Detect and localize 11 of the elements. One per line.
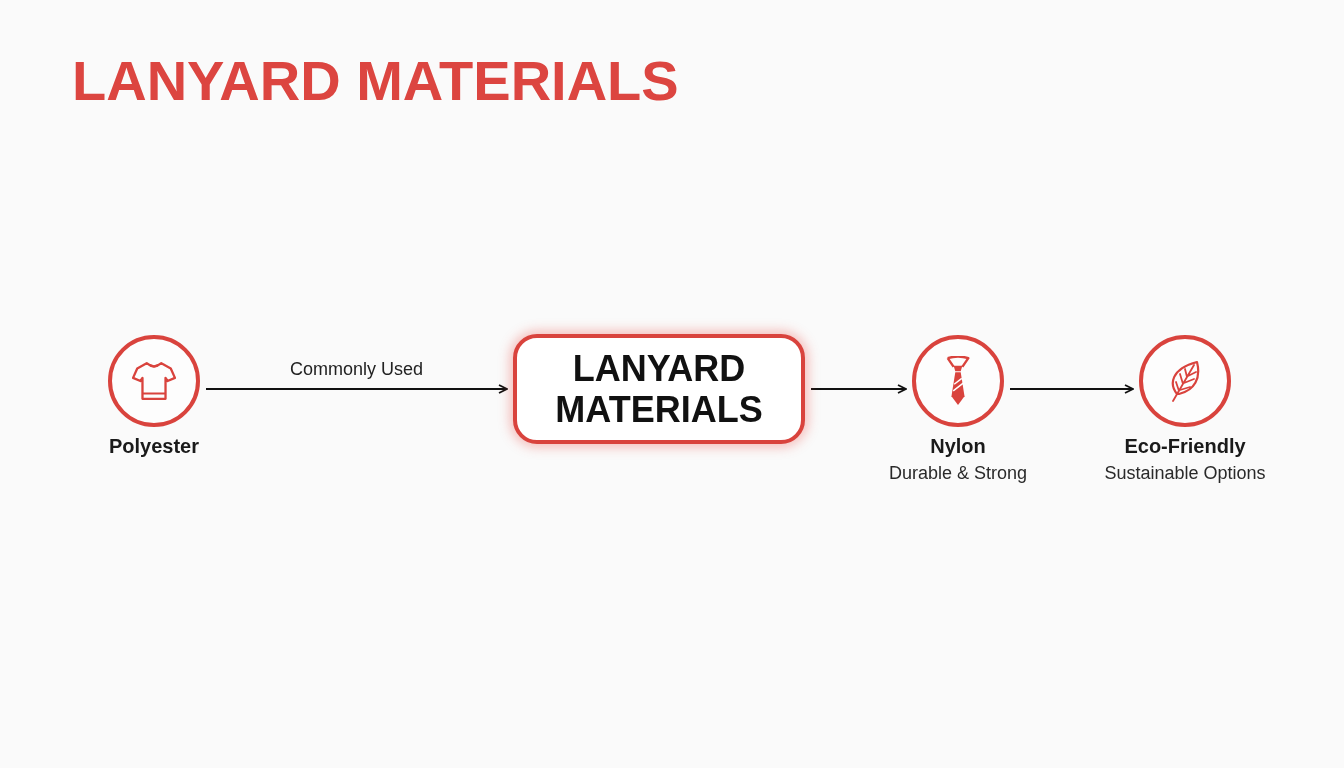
arrow (1009, 384, 1134, 394)
arrow (205, 384, 508, 394)
page-title: LANYARD MATERIALS (72, 50, 679, 112)
node-caption: Sustainable Options (1104, 462, 1266, 484)
arrow (810, 384, 907, 394)
node-caption: Durable & Strong (888, 462, 1028, 484)
node-label: Polyester (108, 434, 200, 458)
node-label: Nylon (930, 434, 986, 458)
box-title: LANYARD MATERIALS (554, 348, 764, 430)
central-box (513, 334, 805, 444)
node-label: Eco-Friendly (1124, 434, 1246, 458)
